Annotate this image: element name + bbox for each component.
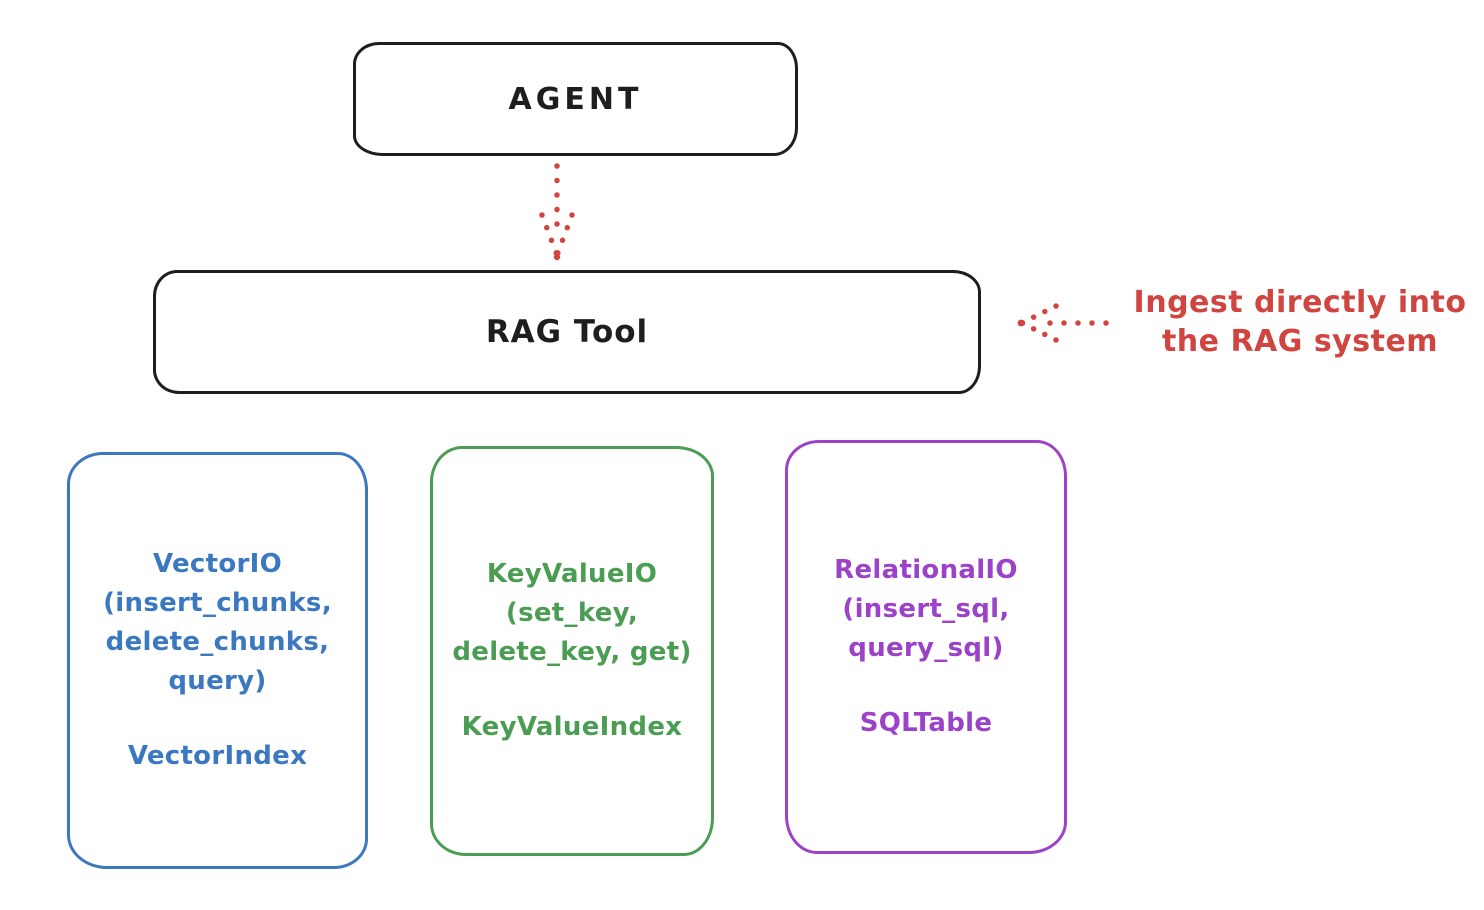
relational-io-param-line: (insert_sql,	[842, 594, 1010, 624]
keyvalue-io-param-line: delete_key, get)	[452, 637, 692, 667]
annotation-ingest: Ingest directly into the RAG system	[1122, 283, 1478, 361]
vector-io-signature: VectorIO (insert_chunks, delete_chunks, …	[103, 545, 332, 701]
rag-tool-node: RAG Tool	[153, 270, 981, 394]
annotation-line-2: the RAG system	[1161, 324, 1439, 359]
dotted-arrow-down-icon	[539, 163, 575, 261]
annotation-line-1: Ingest directly into	[1133, 285, 1467, 320]
relational-io-signature: RelationalIO (insert_sql, query_sql)	[834, 551, 1018, 668]
vector-index-label: VectorIndex	[127, 741, 308, 771]
relational-io-node: RelationalIO (insert_sql, query_sql) SQL…	[785, 440, 1067, 854]
agent-node: AGENT	[353, 42, 798, 156]
keyvalue-io-node: KeyValueIO (set_key, delete_key, get) Ke…	[430, 446, 714, 856]
vector-io-node: VectorIO (insert_chunks, delete_chunks, …	[67, 452, 368, 869]
vector-io-param-line: query)	[168, 666, 267, 696]
keyvalue-io-title: KeyValueIO	[486, 559, 658, 589]
keyvalue-io-signature: KeyValueIO (set_key, delete_key, get)	[452, 555, 691, 672]
relational-io-title: RelationalIO	[834, 555, 1018, 585]
vector-io-param-line: (insert_chunks,	[103, 588, 332, 618]
vector-io-title: VectorIO	[152, 549, 283, 579]
sql-table-label: SQLTable	[859, 708, 993, 738]
agent-node-label: AGENT	[508, 81, 643, 117]
relational-io-param-line: query_sql)	[848, 633, 1004, 663]
rag-tool-node-label: RAG Tool	[485, 314, 649, 350]
keyvalue-index-label: KeyValueIndex	[461, 712, 683, 742]
vector-io-param-line: delete_chunks,	[105, 627, 330, 657]
keyvalue-io-param-line: (set_key,	[505, 598, 639, 628]
dotted-arrow-left-icon	[1017, 303, 1109, 343]
